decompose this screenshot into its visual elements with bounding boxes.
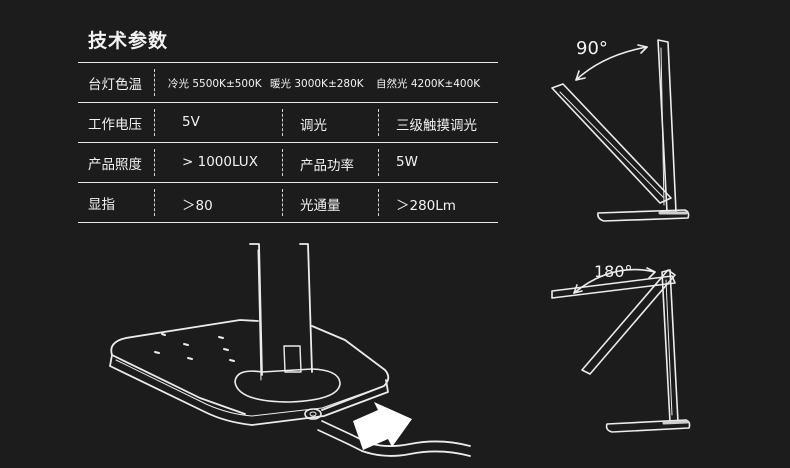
power-cable-plug bbox=[317, 420, 353, 445]
lamp-arm-upright bbox=[661, 269, 679, 423]
base-outline bbox=[110, 319, 259, 356]
spec-value-luminous-flux: ＞280Lm bbox=[396, 198, 456, 214]
spec-row-illuminance: 产品照度 > 1000LUX 产品功率 5W bbox=[78, 143, 498, 183]
spec-value-dimming: 三级触摸调光 bbox=[396, 118, 477, 134]
column-divider bbox=[154, 149, 155, 176]
column-divider bbox=[154, 109, 155, 136]
power-cable bbox=[365, 440, 471, 447]
column-divider bbox=[378, 149, 379, 176]
spec-value-power: 5W bbox=[396, 154, 418, 170]
arrow-head-icon bbox=[637, 44, 648, 54]
lamp-90-degree-illustration: 90° bbox=[551, 38, 690, 222]
arrow-head-icon bbox=[573, 284, 583, 294]
lamp-pole bbox=[249, 243, 263, 376]
spec-value-illuminance: > 1000LUX bbox=[182, 154, 258, 170]
spec-row-cri: 显指 ＞80 光通量 ＞280Lm bbox=[78, 183, 498, 223]
arrow-head-icon bbox=[575, 70, 586, 81]
spec-label-color-temp: 台灯色温 bbox=[88, 76, 142, 93]
spec-label-cri: 显指 bbox=[88, 196, 115, 213]
spec-value-warm-light: 暖光 3000K±280K bbox=[270, 78, 364, 90]
column-divider bbox=[282, 109, 283, 136]
column-divider bbox=[282, 189, 283, 216]
spec-value-voltage: 5V bbox=[182, 114, 200, 130]
page-title: 技术参数 bbox=[88, 30, 169, 52]
angle-label-90: 90° bbox=[576, 38, 608, 59]
lamp-base-closeup bbox=[109, 243, 471, 457]
lamp-180-degree-illustration: 180° bbox=[551, 262, 691, 433]
touch-indicator-dots bbox=[154, 333, 235, 362]
spec-value-cold-light: 冷光 5500K±500K bbox=[168, 78, 262, 90]
spec-value-natural-light: 自然光 4200K±400K bbox=[376, 78, 481, 90]
spec-label-voltage: 工作电压 bbox=[88, 116, 142, 133]
spec-row-color-temp: 台灯色温 冷光 5500K±500K 暖光 3000K±280K 自然光 420… bbox=[78, 63, 498, 103]
lamp-arm-horizontal bbox=[551, 275, 676, 299]
spec-table: 台灯色温 冷光 5500K±500K 暖光 3000K±280K 自然光 420… bbox=[78, 62, 498, 223]
spec-row-voltage: 工作电压 5V 调光 三级触摸调光 bbox=[78, 103, 498, 143]
power-port bbox=[304, 408, 322, 420]
spec-label-dimming: 调光 bbox=[300, 118, 327, 134]
column-divider bbox=[282, 149, 283, 176]
lamp-arm-tilted bbox=[551, 83, 672, 204]
lamp-arm-diagonal bbox=[581, 269, 676, 375]
spec-label-luminous-flux: 光通量 bbox=[300, 198, 341, 214]
spec-value-cri: ＞80 bbox=[182, 198, 213, 214]
column-divider bbox=[378, 189, 379, 216]
rotation-arc-90 bbox=[575, 46, 648, 81]
spec-label-illuminance: 产品照度 bbox=[88, 156, 142, 173]
column-divider bbox=[154, 189, 155, 216]
spec-label-power: 产品功率 bbox=[300, 158, 354, 174]
insert-arrow-icon bbox=[353, 402, 412, 450]
arrow-head-icon bbox=[646, 267, 656, 279]
column-divider bbox=[154, 69, 155, 96]
pole-socket bbox=[234, 368, 341, 403]
column-divider bbox=[378, 109, 379, 136]
lamp-base bbox=[597, 209, 690, 222]
